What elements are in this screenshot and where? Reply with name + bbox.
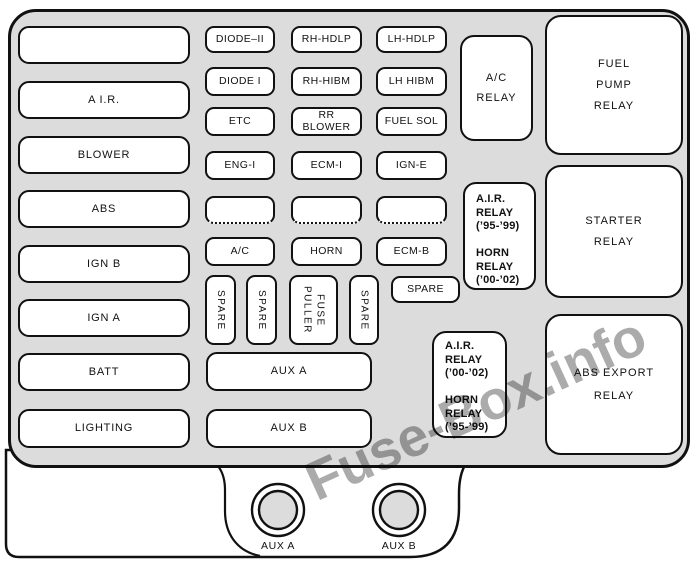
fuse-ecm-b: ECM-B [376, 237, 447, 266]
fuse-spare-vertical-2: SPARE [246, 275, 277, 345]
fuse-ac: A/C [205, 237, 275, 266]
fuse-eng-i: ENG-I [205, 151, 275, 180]
note-line: (’95-’99) [476, 220, 520, 232]
fuse-blower: BLOWER [18, 136, 190, 174]
note-line: HORN [476, 247, 510, 259]
relay-fuel-pump-line2: PUMP [596, 78, 632, 91]
note-line: RELAY [476, 260, 514, 273]
fuse-blank [291, 196, 362, 224]
fuse-fuel-sol: FUEL SOL [376, 107, 447, 136]
note-line: RELAY [445, 407, 483, 420]
relay-starter-line2: RELAY [593, 235, 635, 248]
note-line: A.I.R. [476, 193, 506, 205]
fuse-ecm-i: ECM-I [291, 151, 362, 180]
note-line: HORN [445, 394, 479, 406]
fuse-air: A I.R. [18, 81, 190, 119]
aux-a-connector [257, 489, 299, 531]
relay-abs-export-line1: ABS EXPORT [573, 366, 655, 379]
fuse-blank [205, 196, 275, 224]
relay-ac-line2: RELAY [476, 92, 517, 104]
note-line: RELAY [476, 206, 514, 219]
fuse-puller: FUSE PULLER [289, 275, 338, 345]
aux-b-connector [378, 489, 420, 531]
fuse-diode-i: DIODE I [205, 67, 275, 96]
fuse-abs: ABS [18, 190, 190, 228]
relay-starter: STARTER RELAY [545, 165, 683, 298]
spare-label: SPARE [256, 289, 267, 331]
fuse-horn: HORN [291, 237, 362, 266]
fuse-lh-hibm: LH HIBM [376, 67, 447, 96]
aux-a-connector-label: AUX A [261, 540, 295, 552]
relay-abs-export: ABS EXPORT RELAY [545, 314, 683, 455]
fuse-lh-hdlp: LH-HDLP [376, 26, 447, 53]
aux-b-connector-label: AUX B [381, 540, 417, 552]
fuse-puller-label-line1: FUSE [314, 293, 326, 327]
fuse-etc: ETC [205, 107, 275, 136]
note-line: RELAY [445, 353, 483, 366]
relay-starter-line1: STARTER [585, 215, 643, 228]
fuse-blank-large [18, 26, 190, 64]
relay-fuel-pump: FUEL PUMP RELAY [545, 15, 683, 155]
relay-ac-line1: A/C [485, 71, 508, 84]
note-line: (’00-’02) [476, 274, 520, 286]
spare-label: SPARE [215, 289, 226, 331]
apron-outline [4, 448, 483, 559]
fuse-rr-blower: RR BLOWER [291, 107, 362, 136]
fuse-puller-label-line2: PULLER [301, 286, 313, 334]
note-line: (’00-’02) [445, 367, 489, 379]
fuse-ign-e: IGN-E [376, 151, 447, 180]
relay-air-horn-95-99: A.I.R. RELAY (’95-’99) HORN RELAY (’00-’… [463, 182, 536, 290]
fuse-diode-ii: DIODE–II [205, 26, 275, 53]
fuse-aux-a: AUX A [206, 352, 372, 391]
fuse-batt: BATT [18, 353, 190, 391]
fuse-aux-b: AUX B [206, 409, 372, 448]
relay-air-horn-00-02: A.I.R. RELAY (’00-’02) HORN RELAY (’95-’… [432, 331, 507, 438]
fuse-lighting: LIGHTING [18, 409, 190, 448]
fuse-rh-hibm: RH-HIBM [291, 67, 362, 96]
fuse-ign-a: IGN A [18, 299, 190, 337]
fuse-spare-horizontal: SPARE [391, 276, 460, 303]
note-line: A.I.R. [445, 340, 475, 352]
note-line [476, 234, 534, 248]
fuse-spare-vertical-3: SPARE [349, 275, 379, 345]
fuse-spare-vertical-1: SPARE [205, 275, 236, 345]
relay-abs-export-line2: RELAY [593, 390, 635, 402]
note-line: (’95-’99) [445, 421, 489, 433]
spare-label: SPARE [358, 289, 370, 331]
relay-ac: A/C RELAY [460, 35, 533, 141]
fuse-blank [376, 196, 447, 224]
relay-fuel-pump-line3: RELAY [593, 100, 635, 113]
relay-fuel-pump-line1: FUEL [597, 57, 631, 70]
fuse-rh-hdlp: RH-HDLP [291, 26, 362, 53]
fuse-ign-b: IGN B [18, 245, 190, 283]
